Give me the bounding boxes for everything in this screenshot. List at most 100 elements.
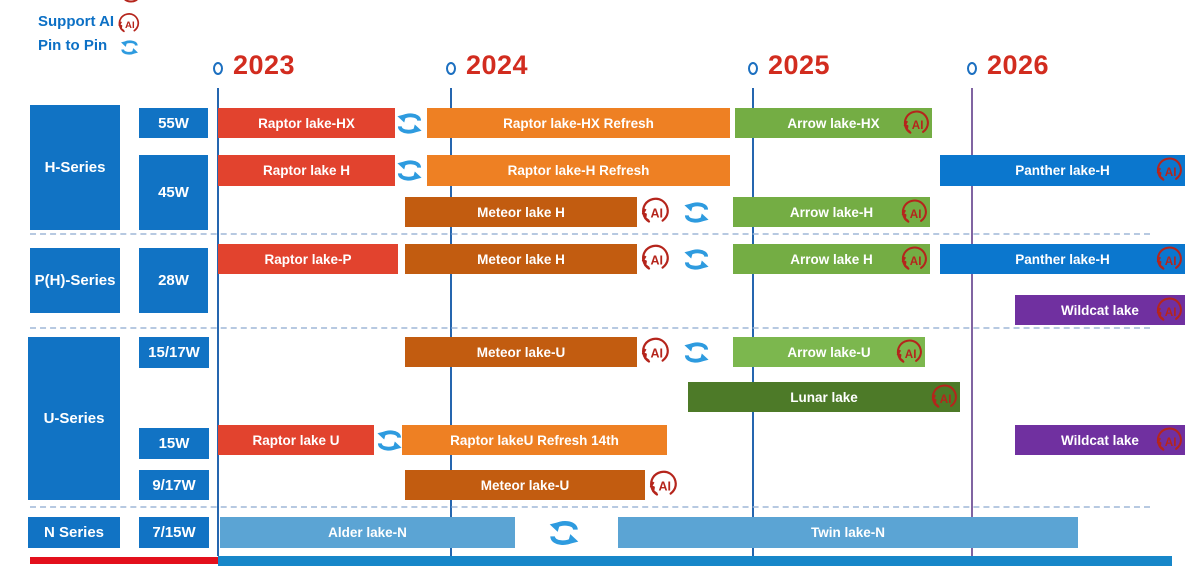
- bar-label: Raptor lake U: [252, 432, 340, 448]
- roadmap-bar-meteor-lake-u: Meteor lake-U: [405, 470, 645, 500]
- svg-text:AI: AI: [1165, 166, 1177, 179]
- cropped-ai-icon-fragment: [122, 0, 140, 6]
- roadmap-bar-arrow-lake-hx: Arrow lake-HX AI: [735, 108, 932, 138]
- bar-label: Arrow lake H: [790, 251, 873, 267]
- svg-text:AI: AI: [910, 255, 922, 268]
- svg-text:AI: AI: [651, 207, 664, 221]
- section-separator-2: [30, 327, 1150, 329]
- bar-label: Meteor lake-U: [480, 477, 570, 493]
- wattage-box-9-17w: 9/17W: [139, 470, 209, 500]
- year-line-2025: [752, 88, 754, 556]
- legend-support-ai-label: Support AI: [38, 13, 115, 30]
- roadmap-bar-lunar-lake: Lunar lake AI: [688, 382, 960, 412]
- wattage-box-15w: 15W: [139, 428, 209, 459]
- svg-text:AI: AI: [659, 480, 672, 494]
- roadmap-bar-meteor-lake-h: Meteor lake H: [405, 197, 637, 227]
- legend-pin-to-pin-label: Pin to Pin: [38, 37, 108, 54]
- year-label-2023: 2023: [233, 50, 296, 80]
- wattage-box-55w: 55W: [139, 108, 208, 138]
- bar-label: Twin lake-N: [810, 525, 885, 540]
- svg-text:AI: AI: [910, 208, 922, 221]
- bar-label: Raptor lake-HX: [258, 115, 355, 131]
- bar-label: Panther lake-H: [1015, 163, 1110, 178]
- svg-text:AI: AI: [125, 20, 135, 31]
- roadmap-bar-raptor-lakeu-refresh-14th: Raptor lakeU Refresh 14th: [402, 425, 667, 455]
- bar-label: Meteor lake H: [477, 204, 565, 220]
- footer-bar-red: [30, 557, 218, 564]
- ai-icon: AI: [1155, 424, 1183, 454]
- ai-icon: AI: [900, 243, 928, 273]
- wattage-box-15-17w: 15/17W: [139, 337, 209, 368]
- pin-swap-icon: [548, 517, 580, 549]
- roadmap-bar-arrow-lake-u: Arrow lake-U AI: [733, 337, 925, 367]
- bar-label: Panther lake-H: [1015, 251, 1110, 267]
- year-marker-2024: [446, 62, 456, 75]
- year-line-2023: [217, 88, 219, 556]
- bar-label: Raptor lakeU Refresh 14th: [450, 432, 619, 448]
- bar-label: Alder lake-N: [328, 525, 407, 540]
- wattage-box-28w: 28W: [139, 248, 208, 313]
- roadmap-bar-panther-lake-h: Panther lake-H AI: [940, 244, 1185, 274]
- bar-label: Arrow lake-H: [789, 204, 874, 220]
- bar-label: Arrow lake-U: [787, 344, 871, 360]
- roadmap-bar-raptor-lake-u: Raptor lake U: [218, 425, 374, 455]
- ai-icon: AI: [1155, 294, 1183, 324]
- roadmap-bar-wildcat-lake: Wildcat lake AI: [1015, 425, 1185, 455]
- roadmap-bar-raptor-lake-h-refresh: Raptor lake-H Refresh: [427, 155, 730, 186]
- ai-icon: AI: [117, 10, 140, 35]
- ai-icon: AI: [640, 334, 670, 366]
- bar-label: Arrow lake-HX: [787, 115, 880, 131]
- svg-text:AI: AI: [651, 347, 664, 361]
- year-marker-2023: [213, 62, 223, 75]
- pin-swap-icon: [683, 339, 710, 366]
- year-label-2025: 2025: [768, 50, 831, 80]
- svg-text:AI: AI: [940, 393, 952, 406]
- ai-icon: AI: [648, 467, 678, 499]
- ai-icon: AI: [930, 381, 958, 411]
- year-marker-2026: [967, 62, 977, 75]
- section-separator-3: [30, 506, 1150, 508]
- series-box-n-series: N Series: [28, 517, 120, 548]
- roadmap-bar-raptor-lake-hx-refresh: Raptor lake-HX Refresh: [427, 108, 730, 138]
- roadmap-bar-raptor-lake-h: Raptor lake H: [218, 155, 395, 186]
- roadmap-bar-arrow-lake-h: Arrow lake H AI: [733, 244, 930, 274]
- roadmap-bar-twin-lake-n: Twin lake-N: [618, 517, 1078, 548]
- bar-label: Raptor lake-HX Refresh: [503, 115, 654, 131]
- series-box-p-h-series: P(H)-Series: [30, 248, 120, 313]
- ai-icon: AI: [900, 196, 928, 226]
- pin-swap-icon: [120, 38, 139, 57]
- roadmap-bar-panther-lake-h: Panther lake-H AI: [940, 155, 1185, 186]
- roadmap-bar-raptor-lake-p: Raptor lake-P: [218, 244, 398, 274]
- ai-icon: AI: [1155, 243, 1183, 273]
- svg-text:AI: AI: [1165, 255, 1177, 268]
- svg-text:AI: AI: [1165, 436, 1177, 449]
- year-line-2026: [971, 88, 973, 556]
- series-box-h-series: H-Series: [30, 105, 120, 230]
- year-label-2024: 2024: [466, 50, 529, 80]
- bar-label: Wildcat lake: [1061, 432, 1139, 448]
- bar-label: Raptor lake-P: [264, 251, 352, 267]
- year-marker-2025: [748, 62, 758, 75]
- pin-swap-icon: [396, 157, 423, 184]
- svg-text:AI: AI: [905, 348, 917, 361]
- svg-text:AI: AI: [1165, 306, 1177, 319]
- wattage-box-7-15w: 7/15W: [139, 517, 209, 548]
- svg-text:AI: AI: [651, 254, 664, 268]
- ai-icon: AI: [902, 107, 930, 137]
- bar-label: Raptor lake H: [262, 163, 351, 178]
- section-separator-1: [30, 233, 1150, 235]
- bar-label: Meteor lake-U: [476, 344, 566, 360]
- pin-swap-icon: [683, 199, 710, 226]
- bar-label: Raptor lake-H Refresh: [507, 163, 650, 178]
- bar-label: Meteor lake H: [477, 251, 565, 267]
- wattage-box-45w: 45W: [139, 155, 208, 230]
- roadmap-bar-raptor-lake-hx: Raptor lake-HX: [218, 108, 395, 138]
- pin-swap-icon: [396, 110, 423, 137]
- roadmap-bar-arrow-lake-h: Arrow lake-H AI: [733, 197, 930, 227]
- roadmap-bar-meteor-lake-h: Meteor lake H: [405, 244, 637, 274]
- pin-swap-icon: [683, 246, 710, 273]
- ai-icon: AI: [895, 336, 923, 366]
- ai-icon: AI: [640, 194, 670, 226]
- svg-text:AI: AI: [912, 119, 924, 132]
